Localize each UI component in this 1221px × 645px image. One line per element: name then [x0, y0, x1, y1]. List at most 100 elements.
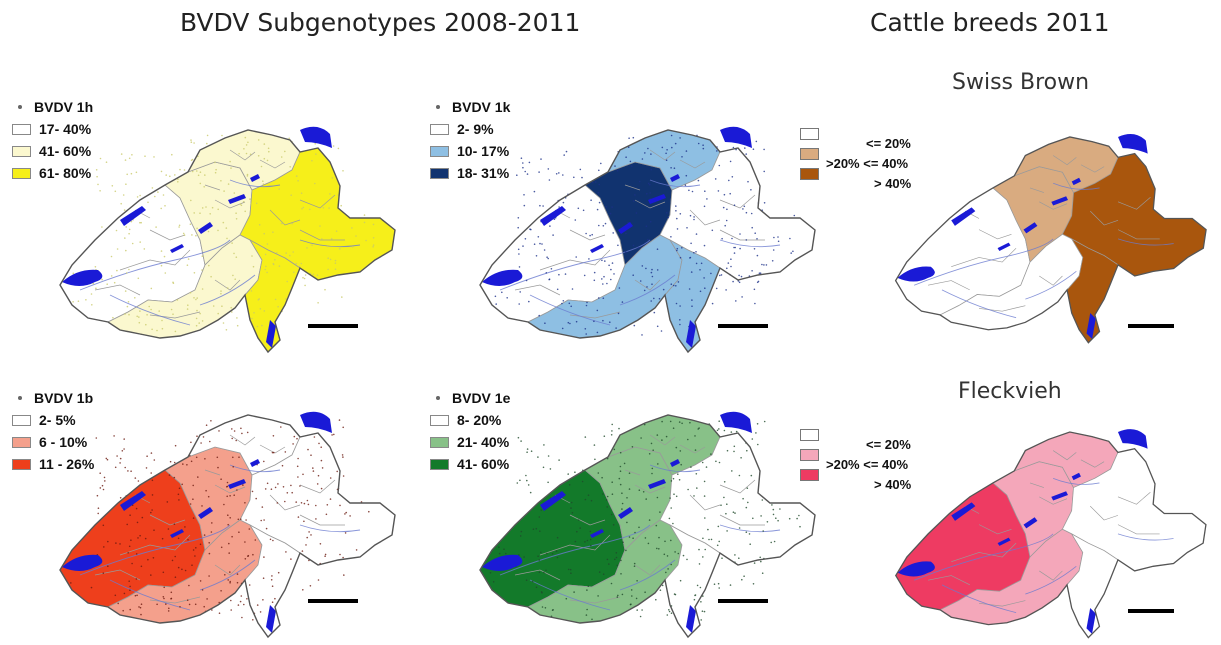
- sample-point: [702, 537, 704, 540]
- sample-point: [165, 603, 167, 605]
- sample-point: [259, 611, 262, 613]
- sample-point: [678, 421, 681, 423]
- sample-point: [670, 283, 673, 285]
- sample-point: [789, 237, 791, 240]
- canton-boundary: [204, 469, 221, 476]
- sample-point: [178, 499, 180, 501]
- sample-point: [558, 172, 560, 174]
- sample-point: [699, 586, 702, 589]
- sample-point: [675, 302, 678, 305]
- sample-point: [723, 429, 726, 432]
- sample-point: [535, 527, 538, 530]
- river: [649, 464, 701, 473]
- sample-point: [102, 524, 105, 527]
- sample-point: [650, 442, 653, 445]
- sample-point: [280, 222, 283, 225]
- sample-point: [612, 232, 614, 234]
- sample-point: [135, 578, 138, 580]
- sample-point: [202, 436, 205, 438]
- sample-point: [190, 141, 193, 143]
- sample-point: [687, 438, 689, 441]
- sample-point: [101, 278, 103, 281]
- legend-class-label: 17- 40%: [39, 121, 92, 137]
- sample-point: [344, 532, 347, 534]
- sample-point: [223, 503, 225, 506]
- canton-boundary: [149, 311, 201, 319]
- sample-point: [575, 320, 578, 323]
- sample-point: [292, 251, 295, 253]
- sample-point: [657, 463, 659, 465]
- sample-point: [643, 423, 646, 426]
- sample-point: [189, 291, 192, 294]
- sample-point: [250, 290, 253, 292]
- sample-point: [597, 595, 599, 597]
- sample-point: [303, 502, 306, 505]
- sample-point: [178, 224, 181, 227]
- sample-point: [285, 551, 287, 553]
- sample-point: [329, 477, 332, 479]
- sample-point: [711, 229, 714, 232]
- sample-point: [602, 297, 605, 299]
- sample-point: [656, 325, 659, 328]
- sample-point: [610, 582, 613, 585]
- sample-point: [541, 243, 543, 245]
- sample-point: [119, 462, 121, 464]
- sample-point: [733, 450, 735, 453]
- sample-point: [244, 136, 247, 139]
- sample-point: [252, 619, 254, 621]
- river: [229, 464, 281, 473]
- sample-point: [517, 436, 520, 439]
- sample-point: [530, 450, 533, 452]
- sample-point: [698, 563, 701, 565]
- sample-point: [163, 597, 165, 600]
- sample-point: [571, 288, 574, 290]
- sample-point: [611, 206, 613, 208]
- sample-point: [199, 212, 201, 214]
- sample-point: [103, 546, 105, 548]
- lake: [670, 174, 680, 182]
- sample-point: [699, 290, 702, 293]
- sample-point: [162, 194, 165, 196]
- sample-point: [101, 484, 104, 487]
- sample-point: [286, 492, 289, 494]
- sample-point: [741, 296, 743, 298]
- lake: [250, 459, 260, 467]
- legend-class-label: 8- 20%: [457, 412, 502, 428]
- lake: [1071, 177, 1081, 186]
- sample-point: [626, 497, 628, 499]
- sample-point: [266, 482, 269, 485]
- sample-point: [117, 602, 119, 605]
- canton-boundary: [569, 229, 606, 241]
- sample-point: [107, 540, 109, 543]
- legend-swatch: [430, 436, 449, 448]
- sample-point: [646, 193, 648, 195]
- sample-point: [263, 157, 266, 160]
- sample-point: [558, 273, 560, 276]
- sample-point: [307, 503, 310, 506]
- sample-point: [183, 234, 186, 236]
- sample-point: [526, 479, 528, 482]
- sample-point: [162, 571, 165, 574]
- sample-point: [745, 239, 748, 241]
- sample-point: [525, 474, 527, 477]
- sample-point: [524, 238, 527, 240]
- sample-point: [675, 446, 678, 449]
- map-panel-1b: BVDV 1b 2- 5% 6 - 10% 11 - 26%: [0, 385, 410, 643]
- sample-point: [596, 208, 599, 211]
- sample-point: [661, 439, 663, 441]
- lake: [686, 605, 696, 633]
- sample-point: [651, 283, 653, 285]
- sample-point: [251, 255, 253, 257]
- canton-boundary: [634, 564, 661, 576]
- sample-point: [70, 582, 72, 584]
- sample-point: [703, 480, 706, 483]
- sample-point: [192, 498, 194, 500]
- sample-point: [266, 243, 269, 245]
- sample-point: [182, 463, 184, 465]
- sample-point: [553, 218, 556, 220]
- sample-point: [747, 501, 749, 504]
- canton-boundary: [149, 596, 201, 604]
- sample-point: [150, 287, 153, 290]
- sample-point: [618, 427, 620, 430]
- sample-point: [540, 509, 543, 511]
